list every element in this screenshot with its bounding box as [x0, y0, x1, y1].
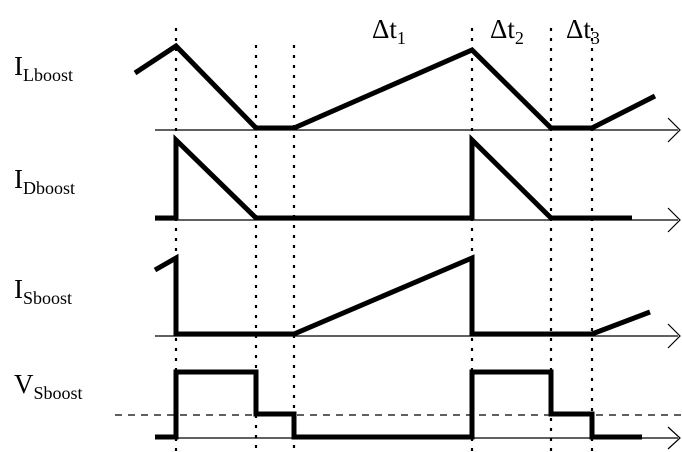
switch-current-waveform: [153, 253, 651, 337]
inductor-current-waveform: [133, 42, 657, 131]
switch-current-trace: ISboost: [14, 253, 681, 349]
switch-voltage-trace: VSboost: [14, 369, 682, 450]
switch-voltage-axis-arrowhead: [667, 426, 681, 450]
diode-current-label: IDboost: [14, 164, 75, 198]
diode-current-axis-arrowhead: [667, 207, 681, 233]
inductor-current-label: ILboost: [14, 51, 73, 85]
inductor-current-trace: ILboost: [14, 42, 681, 143]
interval-label-dt1: Δt1: [372, 14, 406, 48]
switch-voltage-waveform: [155, 369, 642, 440]
interval-label-dt3: Δt3: [566, 14, 600, 48]
time-markers: [174, 28, 594, 452]
switch-current-axis-arrowhead: [667, 323, 681, 349]
interval-label-dt2: Δt2: [490, 14, 524, 48]
switch-current-label: ISboost: [14, 274, 72, 308]
inductor-current-axis-arrowhead: [667, 117, 681, 143]
diode-current-trace: IDboost: [14, 134, 681, 233]
diode-current-waveform: [155, 134, 632, 221]
switch-voltage-label: VSboost: [14, 369, 83, 403]
